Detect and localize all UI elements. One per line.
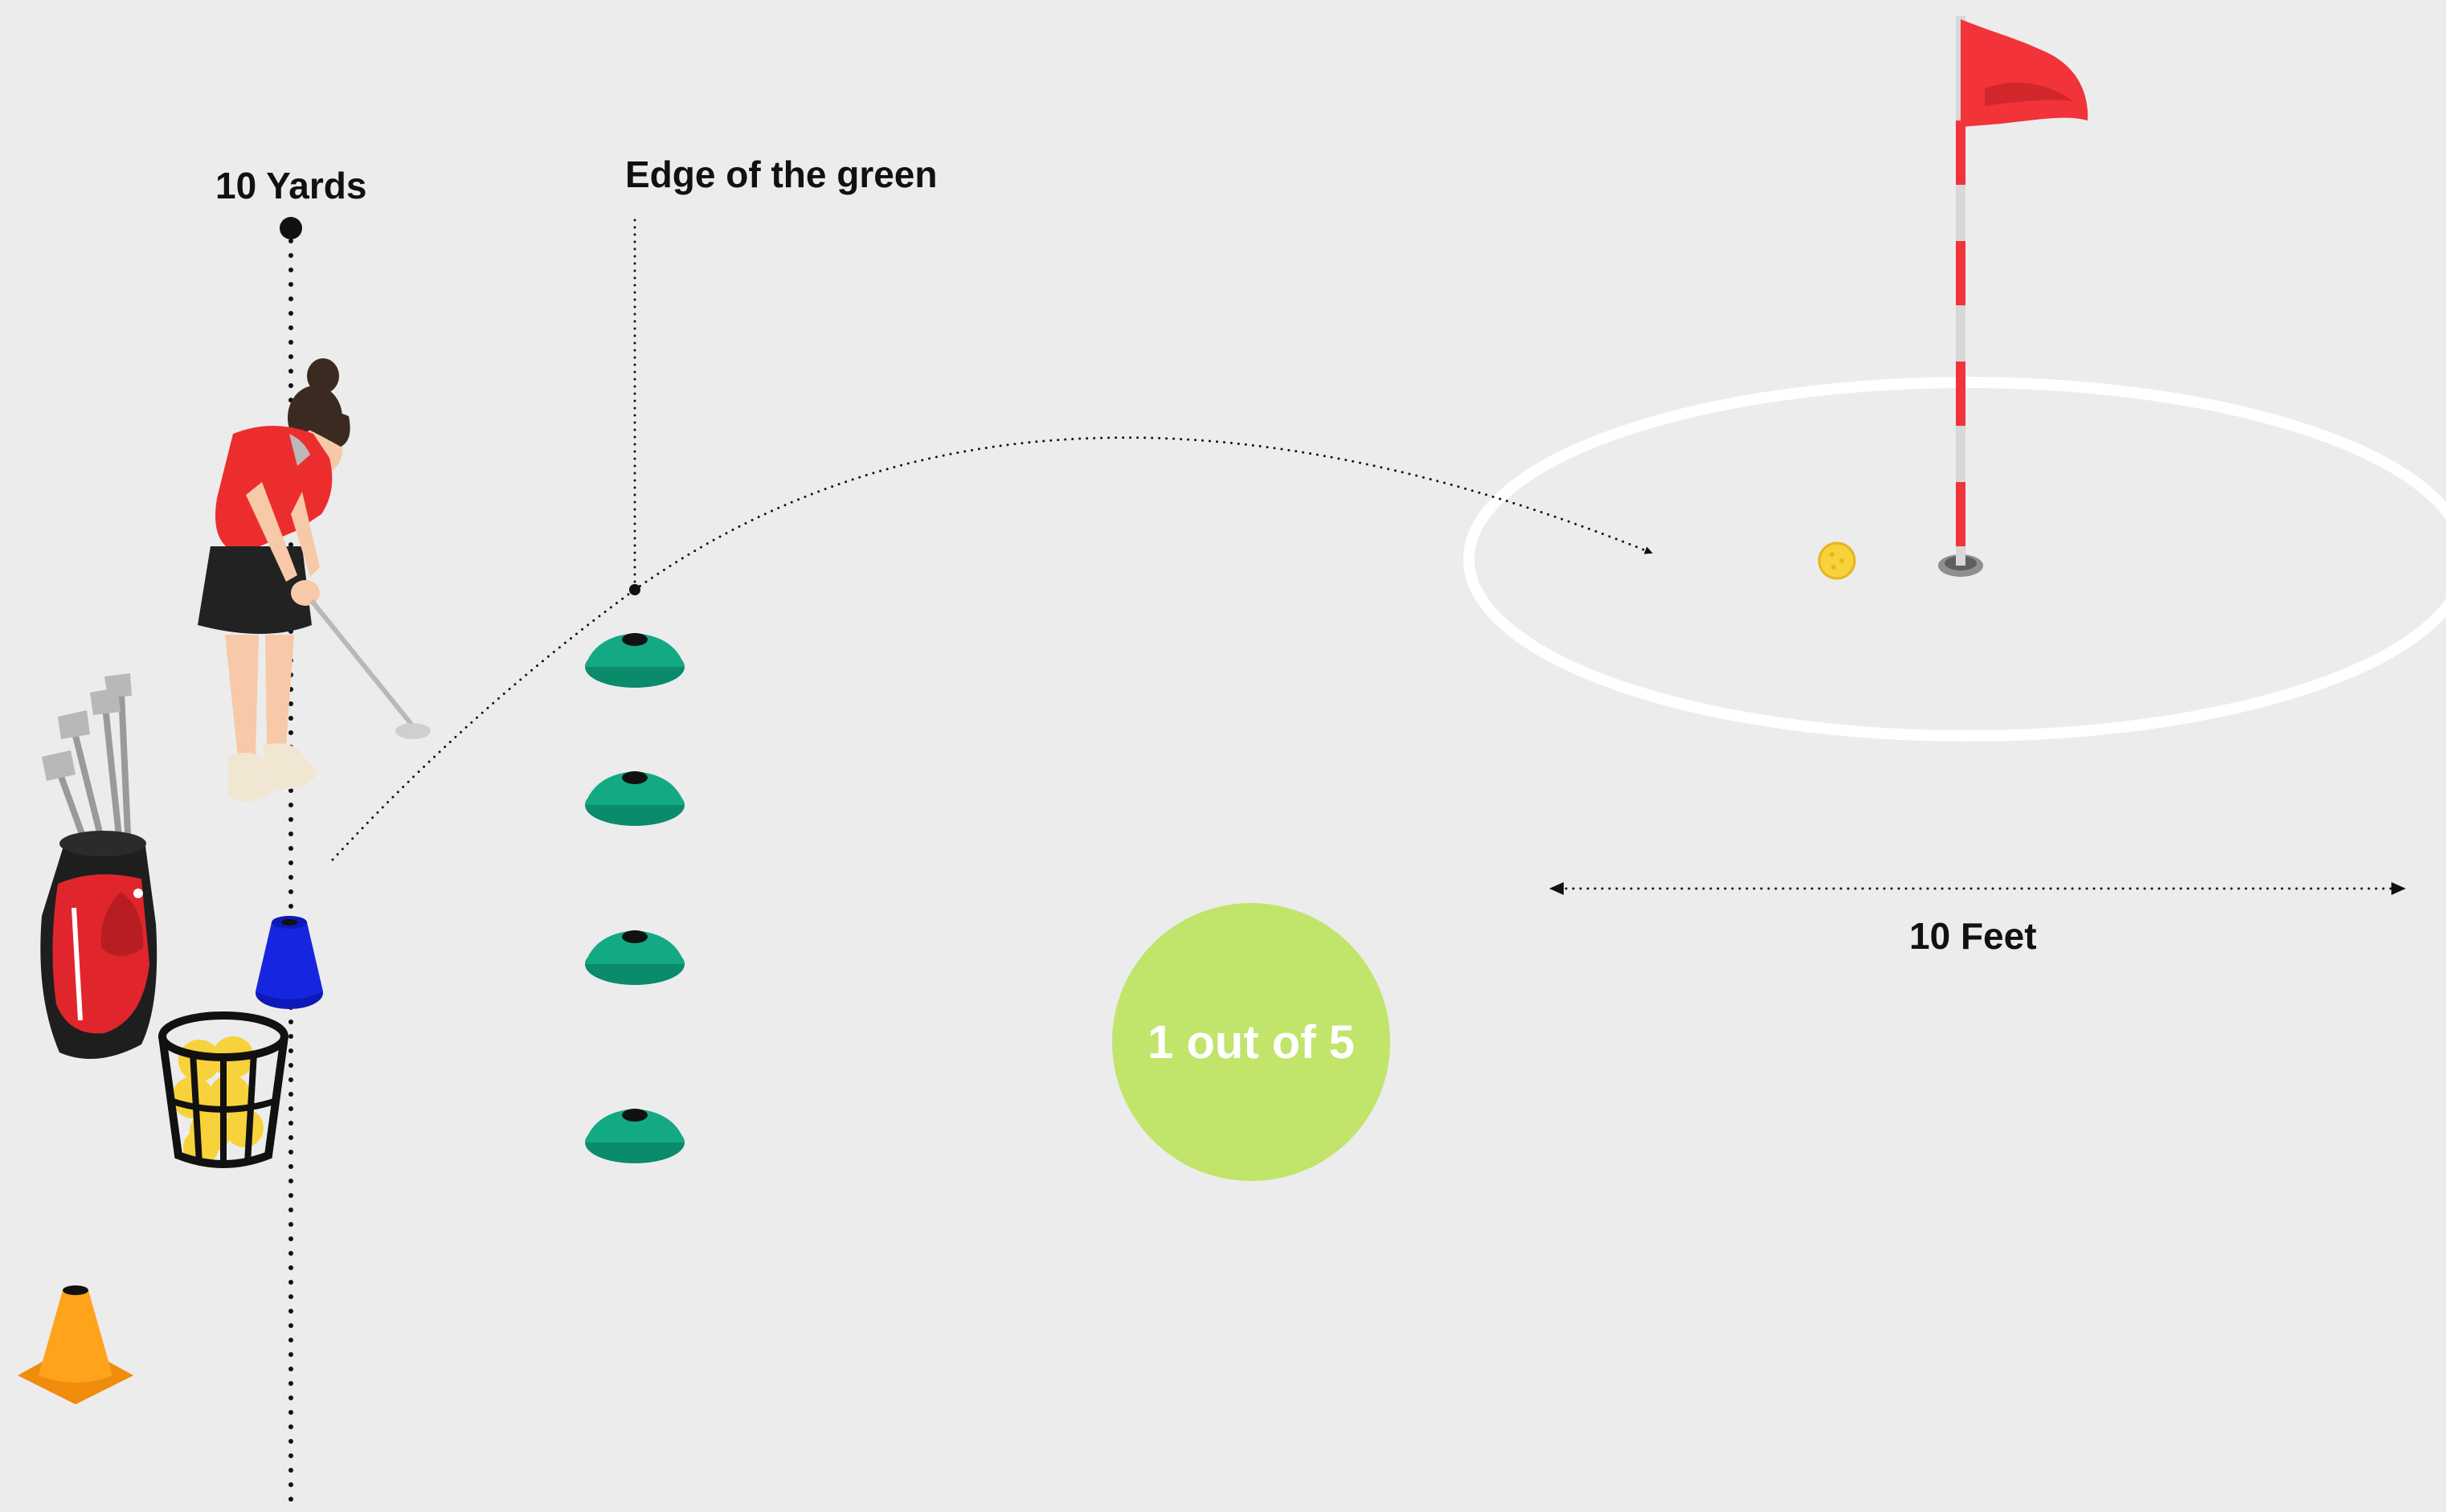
blue-cone-icon xyxy=(256,916,323,1009)
goal-text: 1 out of 5 xyxy=(1147,1015,1355,1069)
feet-measure-line xyxy=(1549,882,2406,895)
disc-cone-icon xyxy=(585,1109,685,1163)
ball-flight-path xyxy=(331,436,1653,861)
ball-basket-icon xyxy=(158,1011,288,1168)
disc-cone-icon xyxy=(585,930,685,985)
green-edge-marker xyxy=(629,219,640,595)
orange-cone-icon xyxy=(18,1285,133,1404)
disc-cone-icon xyxy=(585,771,685,826)
disc-cone-icon xyxy=(585,633,685,688)
goal-badge: 1 out of 5 xyxy=(1112,903,1390,1181)
yard-distance-label: 10 Yards xyxy=(215,165,367,206)
green-edge-label: Edge of the green xyxy=(625,153,938,195)
feet-distance-label: 10 Feet xyxy=(1909,915,2037,957)
golf-bag-icon xyxy=(40,673,157,1059)
flag-pin-icon xyxy=(1956,16,2088,566)
golfer-illustration xyxy=(198,358,431,802)
green-ring xyxy=(1463,377,2446,742)
yard-line xyxy=(280,217,302,1512)
golf-ball-icon xyxy=(1818,541,1856,580)
